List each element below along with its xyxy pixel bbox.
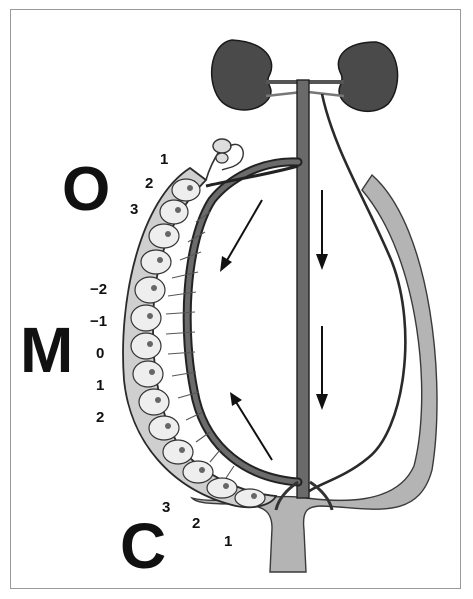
- embryo-icon: [172, 179, 200, 201]
- embryo-icon: [131, 333, 161, 359]
- embryo-icon: [133, 361, 163, 387]
- arrow-icon: [220, 200, 262, 272]
- embryo-icon: [149, 224, 179, 248]
- embryo-icon: [163, 440, 193, 464]
- embryo-icon: [131, 305, 161, 331]
- top-scale-1: 1: [160, 151, 168, 168]
- outer-limb: [192, 175, 437, 572]
- radial-vessels: [166, 212, 234, 478]
- arrow-icon: [230, 392, 272, 460]
- middle-scale-neg1: −1: [90, 313, 107, 330]
- letter-C: C: [120, 510, 166, 582]
- top-scale-3: 3: [130, 201, 138, 218]
- embryo-icon: [135, 277, 165, 303]
- arrow-icon: [316, 190, 328, 270]
- outer-loop: [308, 94, 405, 492]
- middle-scale-2: 2: [96, 409, 104, 426]
- embryo-icon: [235, 489, 265, 507]
- embryo-icon: [149, 416, 179, 440]
- inner-vessel-loop-fill: [187, 162, 298, 482]
- embryo-icon: [183, 461, 213, 483]
- central-vessel: [297, 80, 309, 498]
- middle-scale-0: 0: [96, 345, 104, 362]
- top-scale-2: 2: [145, 175, 153, 192]
- letter-M: M: [20, 314, 73, 386]
- embryo-icon: [139, 389, 169, 415]
- embryo-icon: [160, 200, 188, 224]
- middle-scale-neg2: −2: [90, 281, 107, 298]
- middle-scale-1: 1: [96, 377, 104, 394]
- bottom-scale-3: 3: [162, 499, 170, 516]
- bottom-scale-2: 2: [192, 515, 200, 532]
- arrow-icon: [316, 326, 328, 410]
- embryo-icon: [207, 478, 237, 498]
- kidney-icon-right: [338, 42, 397, 111]
- bottom-scale-1: 1: [224, 533, 232, 550]
- letter-O: O: [62, 155, 110, 224]
- embryo-icon: [141, 250, 171, 274]
- kidney-icon-left: [212, 40, 272, 110]
